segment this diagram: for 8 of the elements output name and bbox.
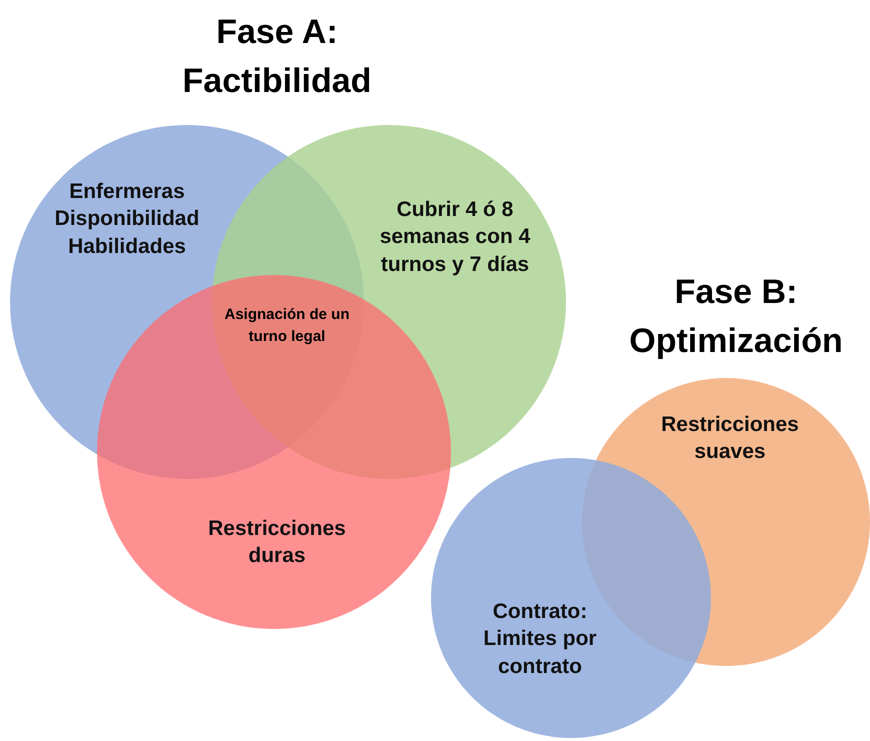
circle-label: Restricciones duras	[207, 516, 347, 570]
phase-title: Fase A: Factibilidad	[182, 12, 372, 102]
circle-label: Contrato: Limites por contrato	[482, 599, 598, 680]
circle-label: Cubrir 4 ó 8 semanas con 4 turnos y 7 días	[378, 197, 532, 278]
circle-label: Enfermeras Disponibilidad Habilidades	[54, 179, 200, 260]
intersection-label: Asignación de un turno legal	[223, 305, 350, 347]
phase-title: Fase B: Optimización	[628, 272, 844, 362]
circle-label: Restricciones suaves	[660, 412, 800, 466]
